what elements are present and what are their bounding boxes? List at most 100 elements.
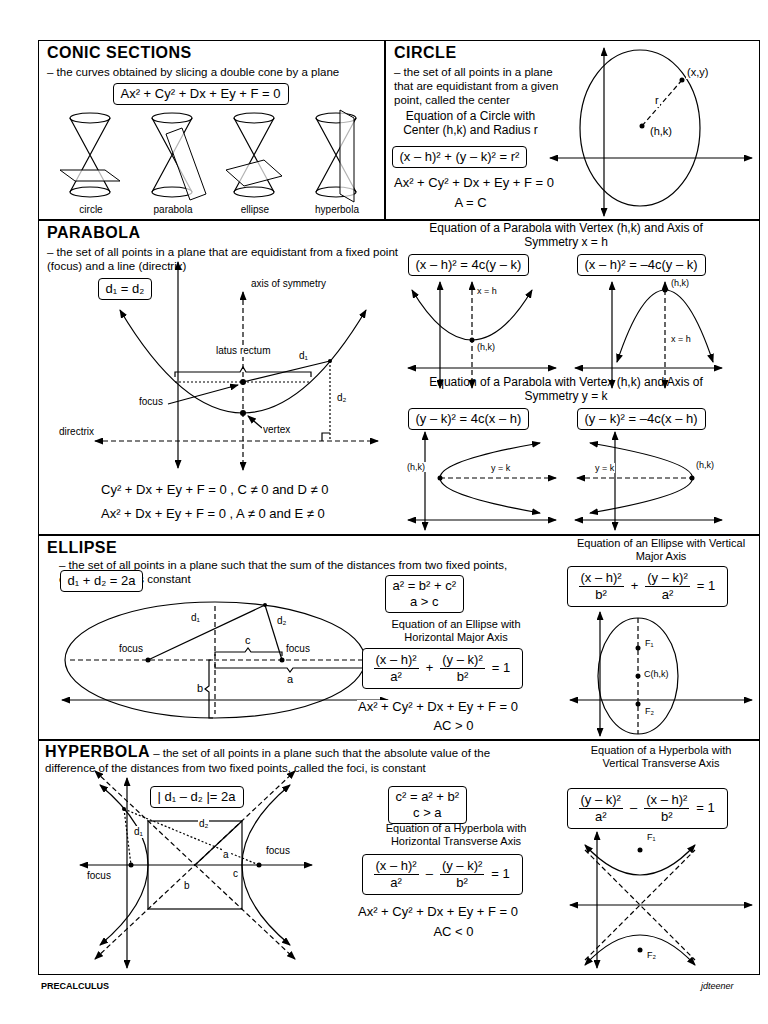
cone-figures	[234, 113, 274, 197]
parabola-small-graphs	[408, 282, 722, 530]
denominator: a²	[390, 669, 402, 685]
parabola-small-graphs	[408, 367, 556, 368]
numerator: (x – h)²	[579, 570, 624, 587]
circle-graph	[642, 80, 682, 126]
numerator: (x – h)²	[644, 792, 689, 809]
section-panel: CONIC SECTIONS– the curves obtained by s…	[38, 40, 385, 220]
equation-text: (x – h)² = –4c(y – k)	[585, 257, 698, 273]
figure-label: d₁	[133, 826, 144, 838]
fraction: (x – h)²a²	[374, 858, 419, 891]
figure-label: focus	[265, 845, 291, 857]
equation-box: (y – k)² = –4c(x – h)	[577, 408, 706, 430]
figure-label: F₂	[646, 950, 657, 960]
parabola-main-graph	[328, 359, 332, 363]
equation-text: (y – k)² = –4c(x – h)	[585, 411, 698, 427]
equation-text: (y – k)² = 4c(x – h)	[416, 411, 522, 427]
equation-box: | d₁ – d₂ |= 2a	[150, 786, 244, 808]
figure-label: latus rectum	[215, 345, 271, 357]
section-title: PARABOLA	[47, 224, 140, 242]
parabola-main-graph	[240, 410, 246, 416]
equation-box: Ax² + Cy² + Dx + Ey + F = 0	[113, 83, 289, 105]
fraction-equation-box: (x – h)²a²–(y – k)²b²= 1	[362, 854, 523, 895]
parabola-small-graphs	[664, 282, 665, 388]
equation-text: d₁ + d₂ = 2a	[68, 573, 136, 589]
equation-text: Ax² + Dx + Ey + F = 0 , A ≠ 0 and E ≠ 0	[100, 507, 326, 522]
figure-label: (h,k)	[670, 278, 690, 288]
numerator: (x – h)²	[374, 652, 419, 669]
figure-label: y = k	[490, 463, 511, 473]
figure-label: F₁	[646, 832, 657, 842]
equation-text: Ax² + Cy² + Dx + Ey + F = 0	[393, 176, 555, 191]
caption-text: Equation of an Ellipse with Horizontal M…	[370, 618, 542, 643]
ellipse-graphs	[570, 699, 752, 700]
operator: –	[630, 800, 637, 816]
fraction: (y – k)²b²	[440, 858, 484, 891]
cone-figures	[226, 160, 282, 186]
caption-text: Equation of a Parabola with Vertex (h,k)…	[410, 222, 722, 250]
equation-box: (y – k)² = 4c(x – h)	[408, 408, 530, 430]
figure-label: focus	[138, 396, 164, 408]
cone-figures	[60, 170, 120, 181]
figure-label: focus	[285, 643, 311, 655]
equation-text: Ax² + Cy² + Dx + Ey + F = 0	[357, 700, 519, 715]
denominator: b²	[661, 809, 673, 825]
parabola-small-graphs	[617, 290, 713, 362]
fraction: (x – h)²b²	[579, 570, 624, 603]
figure-label: c	[244, 634, 252, 647]
caption-text: AC < 0	[370, 925, 537, 940]
parabola-main-graph	[95, 440, 378, 441]
figure-label: d₂	[198, 818, 209, 830]
section-heading: HYPERBOLA – the set of all points in a p…	[45, 744, 525, 776]
circle-graph	[640, 124, 645, 129]
cone-figures	[166, 128, 206, 200]
equation-text: Ax² + Cy² + Dx + Ey + F = 0	[121, 86, 281, 102]
fraction: (y – k)²b²	[440, 652, 484, 685]
equation-text: (x – h)² = 4c(y – k)	[416, 257, 522, 273]
hyperbola-graphs	[585, 845, 695, 875]
hyperbola-graphs	[80, 771, 752, 968]
equation-box: (x – h)² + (y – k)² = r²	[392, 146, 528, 168]
denominator: a²	[390, 875, 402, 891]
figure-label: y = k	[594, 463, 615, 473]
equation-text: a > c	[393, 594, 457, 610]
parabola-small-graphs	[577, 477, 692, 478]
denominator: b²	[595, 587, 607, 603]
hyperbola-graphs	[638, 948, 643, 953]
equation-text: d₁ = d₂	[106, 281, 145, 297]
circle-graph	[550, 157, 752, 158]
equation-text: c² = a² + b²	[396, 789, 460, 805]
figure-label: d₁	[190, 612, 201, 624]
parabola-main-graph	[329, 361, 330, 441]
parabola-main-graph	[243, 361, 330, 382]
ellipse-graphs	[62, 699, 388, 700]
ellipse-graphs	[263, 603, 267, 607]
figure-label: x = h	[476, 286, 498, 296]
ellipse-graphs	[148, 605, 265, 660]
ellipse-graphs	[636, 702, 641, 707]
parabola-small-graphs	[408, 519, 556, 520]
figure-label: b	[183, 880, 191, 892]
parabola-small-graphs	[470, 338, 475, 343]
parabola-small-graphs	[412, 290, 532, 340]
figure-label: (x,y)	[686, 66, 709, 79]
fraction: (y – k)²a²	[579, 792, 623, 825]
ellipse-graphs	[214, 606, 215, 714]
figure-label: directrix	[58, 426, 95, 438]
circle-graph	[550, 48, 752, 216]
equals-one: = 1	[492, 660, 510, 676]
section-definition: – the set of all points in a plane that …	[394, 65, 566, 107]
parabola-small-graphs	[614, 432, 615, 530]
section-title: CIRCLE	[394, 44, 457, 62]
fraction: (x – h)²a²	[374, 652, 419, 685]
parabola-main-graph	[168, 385, 238, 404]
caption-text: Equation of a Hyperbola with Vertical Tr…	[575, 744, 747, 769]
parabola-small-graphs	[439, 282, 440, 388]
footer-text: jdteener	[700, 981, 735, 991]
fraction-equation-box: (x – h)²a²+(y – k)²b²= 1	[362, 648, 524, 689]
caption-text: hyperbola	[306, 204, 368, 216]
figure-label: c	[232, 868, 239, 880]
ellipse-graphs	[146, 658, 151, 663]
denominator: b²	[457, 669, 469, 685]
parabola-small-graphs	[440, 443, 540, 513]
